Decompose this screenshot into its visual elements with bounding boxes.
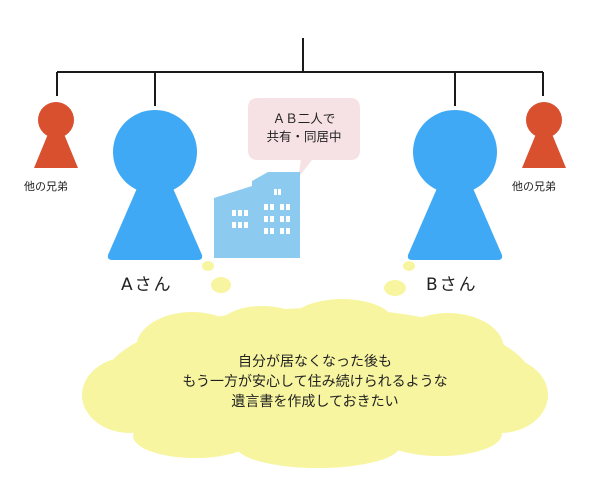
thought-line: 遺言書を作成しておきたい bbox=[231, 394, 399, 410]
thought-cloud-text: 自分が居なくなった後も もう一方が安心して住み続けられるような 遺言書を作成して… bbox=[120, 352, 510, 412]
thought-line: もう一方が安心して住み続けられるような bbox=[182, 374, 448, 390]
person-b-label: Bさん bbox=[426, 275, 478, 295]
family-tree-lines bbox=[56, 38, 544, 106]
house-icon bbox=[214, 172, 300, 258]
speech-bubble-line: 共有・同居中 bbox=[266, 129, 342, 144]
thought-cloud bbox=[82, 261, 548, 468]
person-a-label: Aさん bbox=[121, 275, 173, 295]
left-sibling-figure bbox=[34, 102, 78, 168]
speech-bubble bbox=[248, 98, 360, 178]
right-sibling-label: 他の兄弟 bbox=[512, 180, 556, 193]
person-b-figure bbox=[407, 110, 503, 260]
left-sibling-label: 他の兄弟 bbox=[24, 180, 68, 193]
speech-bubble-text: ＡＢ二人で 共有・同居中 bbox=[252, 110, 356, 146]
person-a-figure bbox=[107, 110, 203, 260]
speech-bubble-line: ＡＢ二人で bbox=[272, 111, 336, 126]
thought-line: 自分が居なくなった後も bbox=[238, 354, 392, 370]
right-sibling-figure bbox=[522, 102, 566, 168]
